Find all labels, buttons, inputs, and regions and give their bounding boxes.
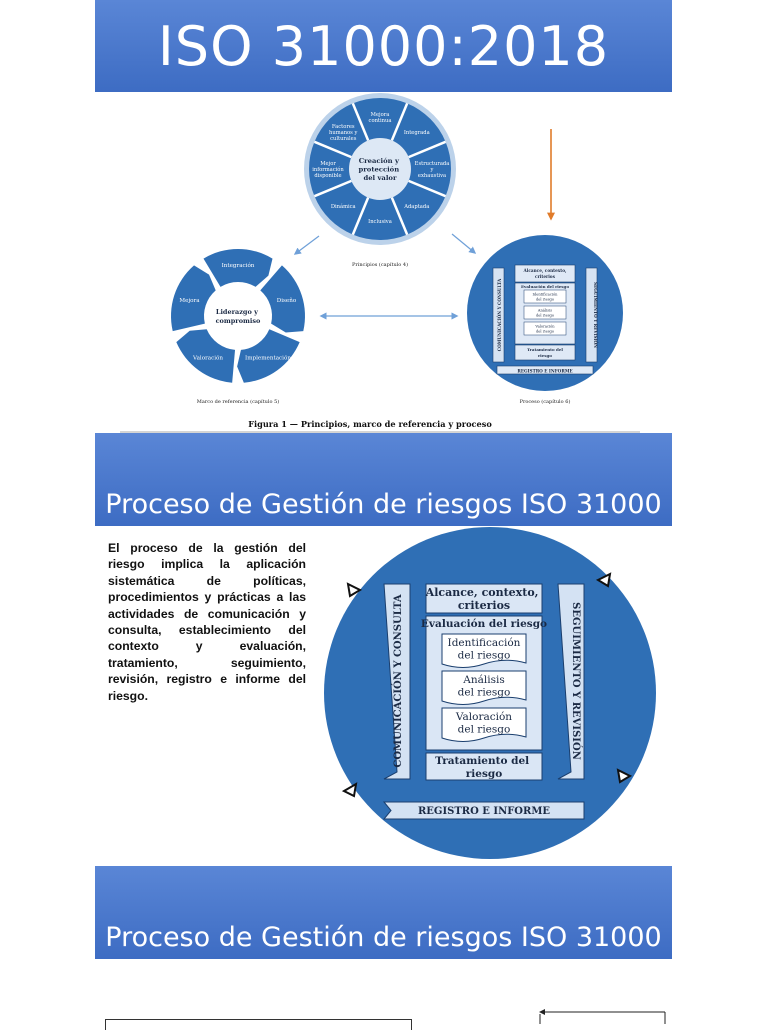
section-banner-2: Proceso de Gestión de riesgos ISO 31000 (95, 866, 672, 959)
framework-segment (176, 329, 236, 383)
framework-label: Marco de referencia (capítulo 5) (197, 398, 279, 405)
cycle-arrow-icon (341, 782, 358, 798)
wheel-divider (313, 140, 352, 159)
principle-label: Inclusiva (368, 219, 392, 225)
figure-risk-process: COMUNICACIÓN Y CONSULTA SEGUIMIENTO Y RE… (324, 527, 656, 859)
framework-segment (203, 249, 273, 287)
process-small: COMUNICACIÓN Y CONSULTA SEGUIMIENTO Y RE… (467, 235, 623, 405)
framework-segment (260, 265, 305, 333)
communication-consultation-bar (383, 583, 411, 780)
framework-segment-label: Integración (222, 262, 255, 269)
framework-cycle: Liderazgo y compromiso IntegraciónDiseño… (171, 249, 305, 405)
framework-segment (171, 265, 216, 332)
principle-label: Dinámica (331, 203, 356, 210)
framework-segment-label: Mejora (179, 298, 200, 304)
svg-text:SEGUIMIENTO Y REVISIÓN: SEGUIMIENTO Y REVISIÓN (593, 282, 598, 348)
wheel-divider (390, 197, 409, 236)
principles-center-text: Creación y protección del valor (358, 157, 401, 182)
svg-text:COMUNICACIÓN Y CONSULTA: COMUNICACIÓN Y CONSULTA (497, 278, 502, 351)
recording-reporting-label: REGISTRO E INFORME (418, 806, 550, 817)
risk-treatment-box (425, 752, 543, 781)
page-title: ISO 31000:2018 (157, 14, 610, 78)
cycle-arrow-icon (595, 572, 612, 588)
recording-reporting-bar (382, 801, 585, 820)
framework-segment (237, 329, 300, 383)
section-title-1: Proceso de Gestión de riesgos ISO 31000 (105, 489, 662, 520)
wheel-divider (351, 102, 370, 141)
wheel-divider (390, 102, 409, 141)
scope-box (425, 583, 543, 614)
cycle-arrow-icon (616, 768, 633, 784)
framework-center-text: Liderazgo y compromiso (216, 308, 261, 325)
cycle-arrow-icon (346, 582, 363, 598)
assessment-step-box (441, 670, 527, 705)
process-description: El proceso de la gestión del riesgo impl… (108, 541, 306, 703)
section-title-2: Proceso de Gestión de riesgos ISO 31000 (105, 922, 662, 953)
framework-segment-label: Valoración (192, 354, 223, 361)
assessment-step-box (441, 633, 527, 668)
risk-assessment-title: Evaluación del riesgo (421, 618, 547, 630)
partial-arrow (539, 1009, 666, 1024)
section-banner-1: Proceso de Gestión de riesgos ISO 31000 (95, 433, 672, 526)
figure-caption: Figura 1 — Principios, marco de referenc… (248, 419, 492, 429)
framework-segment-label: Implementación (245, 354, 291, 361)
scope-text: Alcance, contexto, criterios (425, 586, 543, 612)
svg-text:Evaluación del riesgo: Evaluación del riesgo (521, 284, 569, 289)
partial-box (105, 1019, 412, 1030)
principle-label: Integrada (404, 130, 430, 136)
assessment-step-box (441, 707, 527, 742)
svg-text:REGISTRO E INFORME: REGISTRO E INFORME (517, 369, 572, 374)
framework-segment-label: Diseño (277, 297, 297, 304)
monitoring-review-bar (557, 583, 585, 780)
wheel-divider (408, 140, 447, 159)
principle-label: Adaptada (403, 204, 429, 210)
wheel-divider (408, 179, 447, 198)
monitoring-review-label: SEGUIMIENTO Y REVISIÓN (570, 602, 582, 760)
risk-treatment-text: Tratamiento del riesgo (435, 755, 533, 780)
principles-label: Principios (capítulo 4) (352, 261, 408, 268)
svg-text:Alcance, contexto,criterios: Alcance, contexto,criterios (523, 268, 567, 279)
communication-consultation-label: COMUNICACIÓN Y CONSULTA (392, 594, 404, 767)
wheel-divider (313, 179, 352, 198)
wheel-divider (351, 197, 370, 236)
process-small-label: Proceso (capítulo 6) (520, 398, 571, 405)
title-banner: ISO 31000:2018 (95, 0, 672, 92)
